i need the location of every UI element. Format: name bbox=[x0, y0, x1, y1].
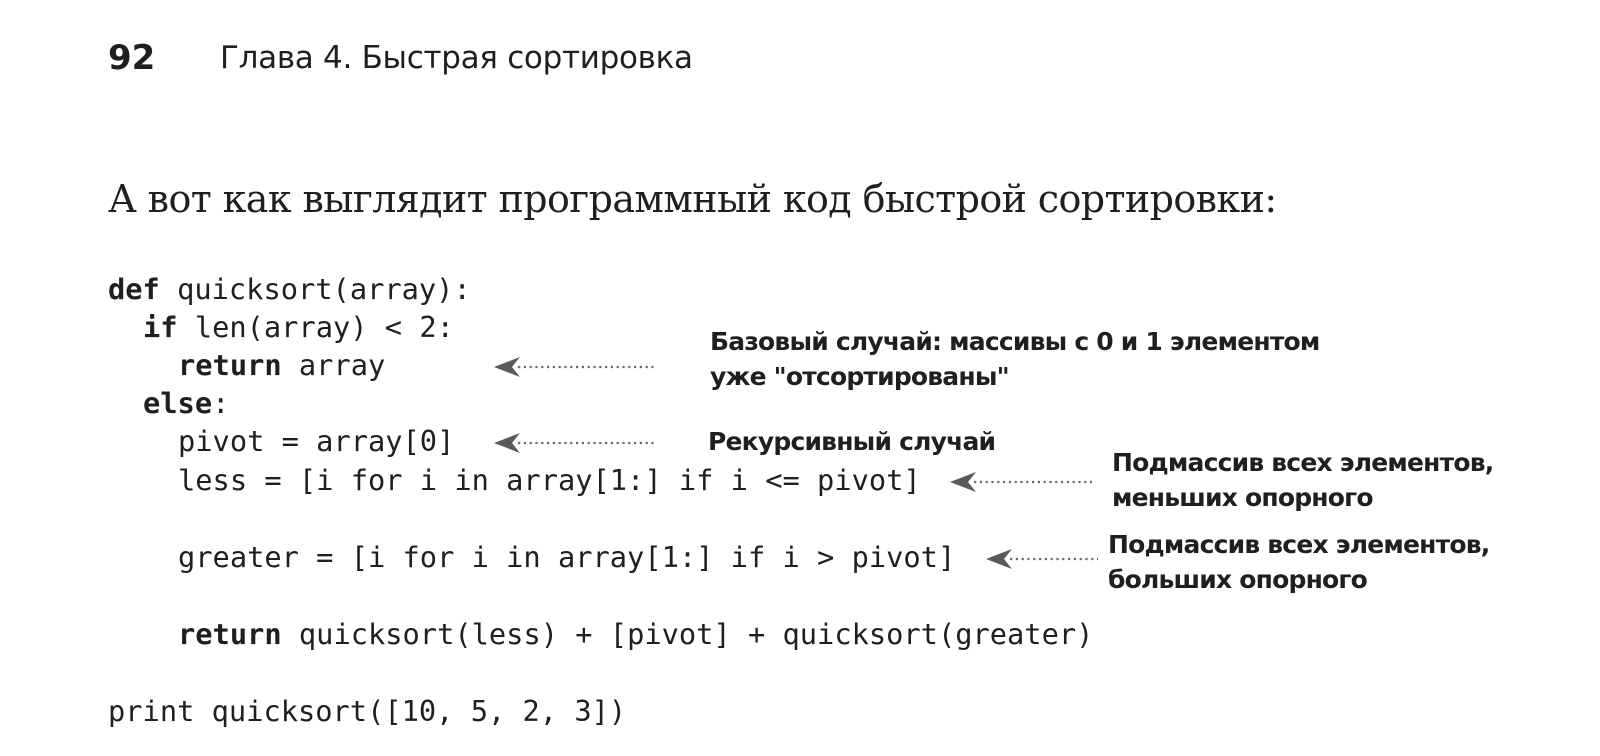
annotation-recursive-case: Рекурсивный случай bbox=[708, 424, 996, 459]
code-keyword: return bbox=[178, 617, 282, 651]
annotation-less-subarray: Подмассив всех элементов, меньших опорно… bbox=[1112, 445, 1494, 515]
code-line-greater: greater = [i for i in array[1:] if i > p… bbox=[178, 540, 956, 574]
annotation-base-case: Базовый случай: массивы с 0 и 1 элементо… bbox=[710, 324, 1320, 394]
annotation-line: меньших опорного bbox=[1112, 483, 1374, 512]
code-line-return-quicksort: return quicksort(less) + [pivot] + quick… bbox=[178, 615, 1093, 653]
page-number: 92 bbox=[108, 38, 156, 78]
annotation-line: Базовый случай: массивы с 0 и 1 элементо… bbox=[710, 327, 1320, 356]
code-text: quicksort(array): bbox=[159, 272, 471, 306]
code-keyword: def bbox=[108, 272, 160, 306]
code-line-pivot: pivot = array[0] bbox=[178, 424, 455, 458]
code-keyword: if bbox=[143, 310, 178, 344]
code-line-if: if len(array) < 2: bbox=[143, 308, 454, 346]
code-text: array bbox=[281, 348, 386, 382]
annotation-line: больших опорного bbox=[1108, 565, 1368, 594]
code-keyword: return bbox=[178, 348, 282, 382]
annotation-line: уже "отсортированы" bbox=[710, 362, 1010, 391]
code-line-return-array: return array bbox=[178, 346, 385, 384]
code-line-def: def quicksort(array): bbox=[108, 270, 471, 308]
annotation-greater-subarray: Подмассив всех элементов, больших опорно… bbox=[1108, 527, 1490, 597]
annotation-line: Подмассив всех элементов, bbox=[1108, 530, 1490, 559]
chapter-title: Глава 4. Быстрая сортировка bbox=[220, 40, 693, 76]
arrow-left-icon bbox=[494, 355, 659, 379]
arrow-left-icon bbox=[950, 470, 1095, 494]
code-text: : bbox=[212, 386, 230, 420]
code-line-less: less = [i for i in array[1:] if i <= piv… bbox=[178, 463, 921, 497]
annotation-line: Подмассив всех элементов, bbox=[1112, 448, 1494, 477]
annotation-line: Рекурсивный случай bbox=[708, 427, 996, 456]
arrow-left-icon bbox=[986, 547, 1101, 571]
code-text: quicksort(less) + [pivot] + quicksort(gr… bbox=[281, 617, 1094, 651]
intro-paragraph: А вот как выглядит программный код быстр… bbox=[108, 177, 1277, 221]
code-line-print: print quicksort([10, 5, 2, 3]) bbox=[108, 694, 627, 728]
code-text: len(array) < 2: bbox=[177, 310, 454, 344]
code-line-else: else: bbox=[143, 384, 229, 422]
arrow-left-icon bbox=[494, 431, 659, 455]
code-keyword: else bbox=[143, 386, 213, 420]
